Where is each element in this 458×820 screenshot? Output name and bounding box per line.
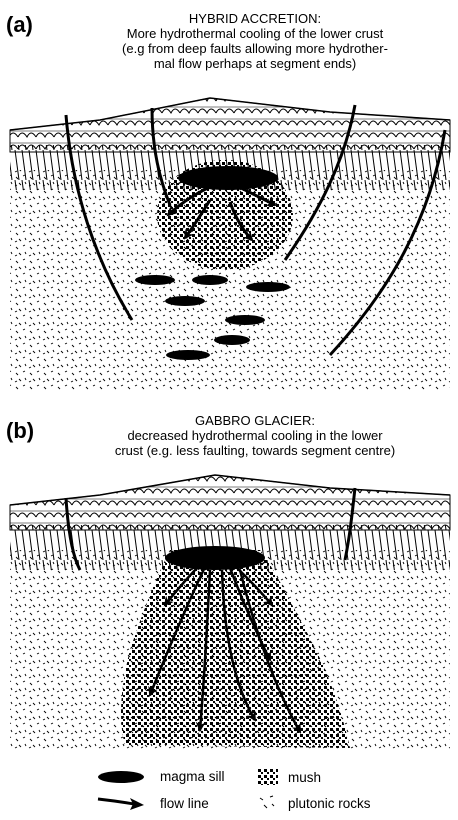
panel-a-line-1: More hydrothermal cooling of the lower c…: [60, 26, 450, 41]
pillow-lava-layer: [10, 98, 450, 152]
legend-plutonic-rocks: plutonic rocks: [258, 795, 371, 811]
magma-sill-symbol: [96, 770, 146, 784]
panel-a-caption: HYBRID ACCRETION: More hydrothermal cool…: [60, 11, 450, 71]
panel-a-label: (a): [6, 14, 33, 36]
legend-magma-sill-label: magma sill: [160, 769, 225, 784]
magma-sill: [178, 166, 278, 190]
legend-mush: mush: [258, 769, 321, 785]
magma-sill: [192, 275, 228, 285]
panel-b-diagram: [0, 470, 458, 760]
panel-b-label: (b): [6, 420, 34, 442]
legend-magma-sill: magma sill: [96, 769, 225, 784]
mush-symbol: [258, 769, 278, 785]
plutonic-rocks-symbol: [258, 795, 278, 811]
legend-mush-label: mush: [288, 770, 321, 785]
panel-b-line-1: decreased hydrothermal cooling in the lo…: [60, 428, 450, 443]
magma-sill: [165, 546, 265, 570]
magma-sill: [214, 335, 250, 345]
flow-line-symbol: [96, 795, 146, 811]
magma-sill: [165, 296, 205, 306]
pillow-lava-layer: [10, 475, 450, 530]
magma-sill: [135, 275, 175, 285]
panel-b-line-2: crust (e.g. less faulting, towards segme…: [60, 443, 450, 458]
panel-b-title: GABBRO GLACIER:: [60, 413, 450, 428]
legend-flow-line: flow line: [96, 795, 209, 811]
legend-plutonic-rocks-label: plutonic rocks: [288, 796, 371, 811]
magma-sill: [166, 350, 210, 360]
panel-a-line-3: mal flow perhaps at segment ends): [60, 56, 450, 71]
panel-b-caption: GABBRO GLACIER: decreased hydrothermal c…: [60, 413, 450, 458]
panel-a-diagram: [0, 90, 458, 395]
panel-a-title: HYBRID ACCRETION:: [60, 11, 450, 26]
magma-sill: [225, 315, 265, 325]
magma-sill: [246, 282, 290, 292]
panel-a-line-2: (e.g from deep faults allowing more hydr…: [60, 41, 450, 56]
legend-flow-line-label: flow line: [160, 796, 209, 811]
